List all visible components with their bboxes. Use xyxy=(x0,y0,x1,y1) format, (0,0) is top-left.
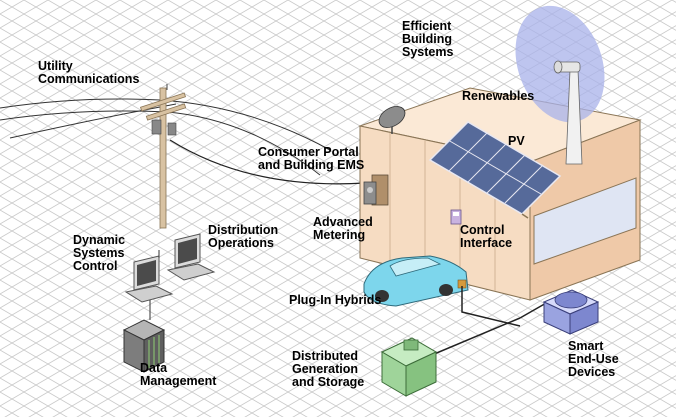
pv-label: PV xyxy=(508,134,525,148)
plug-in-hybrid-car xyxy=(363,255,469,307)
distributed-generation-label: Distributed Generation and Storage xyxy=(292,349,365,389)
smart-end-use-device xyxy=(542,289,600,335)
data-management-label: Data Management xyxy=(140,361,217,388)
power-cables xyxy=(419,286,549,361)
distributed-generator xyxy=(380,337,438,397)
distribution-operations-label: Distribution Operations xyxy=(208,223,279,250)
dynamic-systems-control-label: Dynamic Systems Control xyxy=(73,233,126,273)
consumer-portal-label: Consumer Portal and Building EMS xyxy=(258,145,365,172)
efficient-building-systems-label: Efficient Building Systems xyxy=(402,19,454,59)
solar-panel xyxy=(428,121,562,219)
advanced-meter xyxy=(363,174,389,206)
smart-end-use-devices-label: Smart End-Use Devices xyxy=(568,339,619,379)
advanced-metering-label: Advanced Metering xyxy=(313,215,373,242)
renewables-label: Renewables xyxy=(462,89,535,103)
utility-communications-label: Utility Communications xyxy=(38,59,140,86)
plug-in-hybrids-label: Plug-In Hybrids xyxy=(289,293,382,307)
control-interface-label: Control Interface xyxy=(460,223,513,250)
utility-pole xyxy=(0,84,366,229)
wind-turbine xyxy=(515,5,605,165)
data-server-rack xyxy=(122,319,166,373)
satellite-dish xyxy=(378,106,406,134)
control-interface-panel xyxy=(450,209,462,225)
operator-consoles xyxy=(124,233,216,320)
